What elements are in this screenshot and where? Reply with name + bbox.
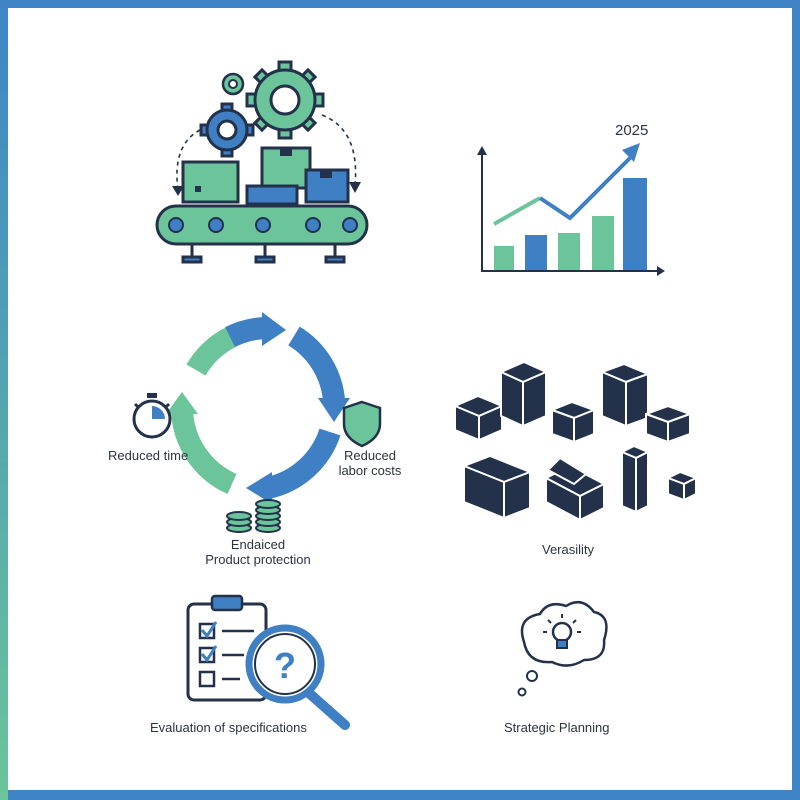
- box-icon: [245, 184, 299, 206]
- reduced-time-label: Reduced time: [108, 448, 189, 463]
- product-protection-label: Endaiced Product protection: [196, 537, 320, 567]
- package-icon: [545, 457, 605, 521]
- package-icon: [667, 471, 697, 501]
- question-mark: ?: [274, 645, 296, 686]
- chart-year-label: 2025: [615, 122, 649, 139]
- conveyor-illustration: [155, 60, 369, 264]
- magnifier-icon: ?: [245, 624, 350, 730]
- frame-top: [0, 0, 800, 8]
- gear-icon: [199, 102, 255, 158]
- evaluation-label: Evaluation of specifications: [150, 720, 307, 735]
- product-protection-line1: Endaiced: [230, 537, 286, 552]
- versatility-label: Verasility: [542, 542, 595, 557]
- strategic-planning-label: Strategic Planning: [504, 720, 610, 735]
- package-icon: [463, 455, 531, 519]
- package-icon: [500, 361, 547, 427]
- reduced-labor-line1: Reduced: [343, 448, 397, 463]
- package-icon: [621, 445, 649, 513]
- frame-bottom: [0, 790, 800, 800]
- stopwatch-icon: [132, 393, 172, 439]
- box-icon: [260, 146, 312, 190]
- box-icon: [181, 160, 240, 204]
- coins-icon: [226, 499, 281, 533]
- growth-chart-illustration: [477, 143, 665, 276]
- reduced-labor-line2: labor costs: [338, 463, 402, 478]
- package-icon: [645, 405, 691, 443]
- package-icon: [551, 401, 595, 443]
- bar-chart-icon: [477, 146, 665, 276]
- trend-arrow-icon: [493, 143, 640, 226]
- cycle-arrows-icon: [166, 312, 350, 504]
- package-icon: [454, 395, 503, 441]
- packages-illustration: [454, 361, 697, 521]
- box-icon: [304, 168, 350, 204]
- gear-icon: [245, 60, 325, 140]
- conveyor-belt-icon: [155, 204, 369, 264]
- package-icon: [601, 363, 649, 427]
- lightbulb-icon: [543, 614, 581, 649]
- product-protection-line2: Product protection: [205, 552, 311, 567]
- shield-icon: [342, 400, 382, 448]
- gear-icon: [221, 72, 245, 96]
- frame-right: [792, 0, 800, 800]
- clipboard-checklist-icon: [186, 594, 268, 702]
- frame-left: [0, 0, 8, 800]
- reduced-labor-costs-label: Reduced labor costs: [330, 448, 410, 478]
